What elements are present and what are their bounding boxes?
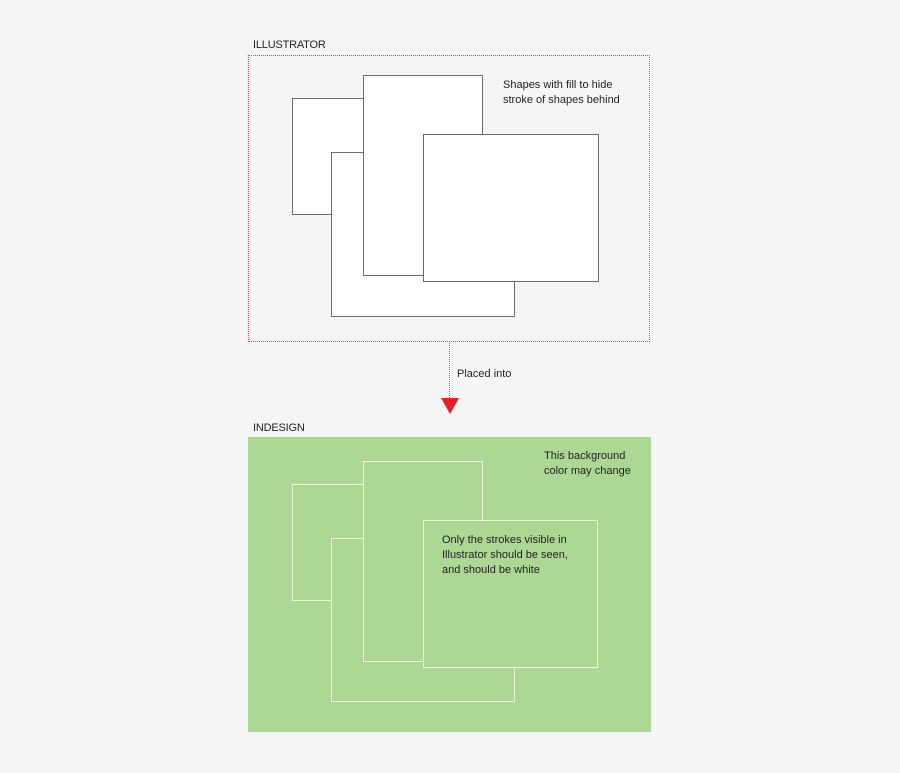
indesign-inner-note: Only the strokes visible in Illustrator … [442, 533, 568, 578]
illustrator-note-line-2: stroke of shapes behind [503, 94, 620, 106]
indesign-note: This background color may change [544, 449, 631, 479]
placed-into-connector-line [449, 343, 450, 398]
illustrator-shape-4 [423, 134, 599, 282]
indesign-strokes [292, 461, 598, 702]
indesign-label: INDESIGN [253, 422, 305, 434]
placed-into-label: Placed into [457, 368, 512, 380]
illustrator-note-line-1: Shapes with fill to hide [503, 79, 613, 91]
indesign-inner-note-line-1: Only the strokes visible in [442, 534, 567, 546]
illustrator-frame [248, 55, 650, 342]
indesign-inner-note-line-2: Illustrator should be seen, [442, 549, 568, 561]
indesign-frame [248, 437, 651, 732]
illustrator-note: Shapes with fill to hide stroke of shape… [503, 78, 620, 108]
arrow-down-icon [441, 398, 459, 414]
illustrator-label: ILLUSTRATOR [253, 39, 326, 51]
indesign-inner-note-line-3: and should be white [442, 564, 540, 576]
indesign-note-line-1: This background [544, 450, 626, 462]
indesign-note-line-2: color may change [544, 465, 631, 477]
